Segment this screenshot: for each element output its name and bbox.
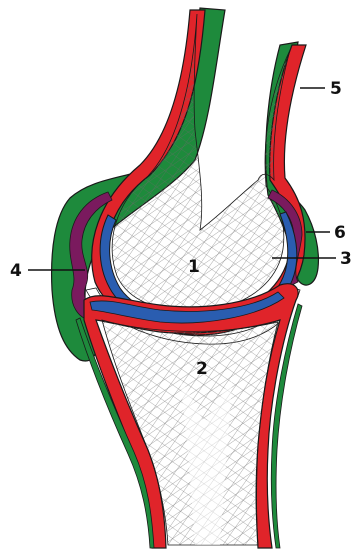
label-2: 2	[196, 359, 208, 379]
label-6: 6	[334, 223, 346, 243]
label-1: 1	[188, 257, 200, 277]
label-4: 4	[10, 261, 22, 281]
label-3: 3	[340, 249, 352, 269]
label-5: 5	[330, 79, 342, 99]
